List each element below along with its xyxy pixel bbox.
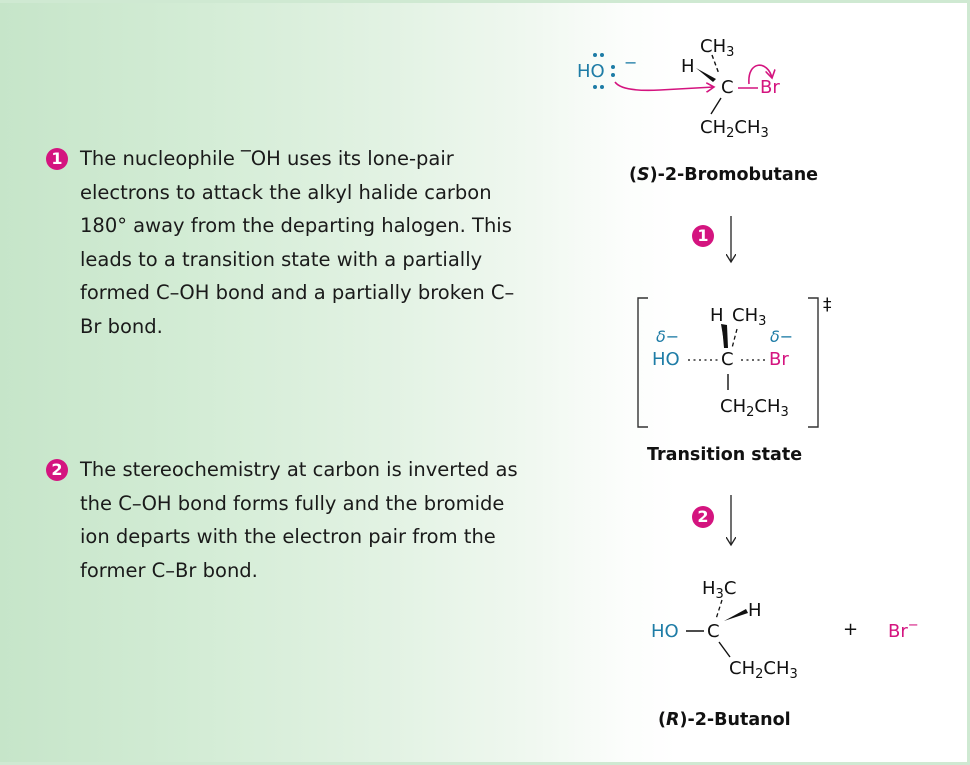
step-1-text: The nucleophile ‾OH uses its lone-pair e… [80, 147, 515, 338]
bromide-ion: Br− [888, 618, 919, 642]
product-hydrogen: H [748, 600, 762, 621]
delta-minus-bromine: δ− [770, 327, 794, 346]
ts-bromine: Br [769, 349, 789, 370]
transition-state-label: Transition state [647, 445, 803, 465]
step-1-badge: 1 [46, 148, 68, 170]
double-dagger-symbol: ‡ [823, 295, 832, 315]
step-2-description: 2 The stereochemistry at carbon is inver… [46, 453, 520, 587]
step-1-description: 1 The nucleophile ‾OH uses its lone-pair… [46, 142, 520, 343]
plus-sign: + [843, 619, 859, 640]
arrow-2-badge: 2 [692, 506, 714, 528]
arrow-1-badge: 1 [692, 225, 714, 247]
ts-carbon: C [721, 349, 734, 370]
hydroxide-charge: − [624, 53, 638, 72]
diagram-panel [0, 3, 967, 762]
attack-arrow [614, 81, 714, 90]
product-ethyl: CH2CH3 [729, 658, 798, 682]
reactant-carbon: C [721, 77, 734, 98]
step-2-text: The stereochemistry at carbon is inverte… [80, 458, 518, 582]
leaving-arrow [748, 64, 772, 85]
reactant-hydrogen: H [681, 56, 695, 77]
product-carbon: C [707, 621, 720, 642]
reactant-bromine: Br [760, 77, 780, 98]
reactant-ethyl: CH2CH3 [700, 117, 769, 141]
reactant-methyl: CH3 [700, 36, 735, 60]
wedge-bond [696, 68, 716, 82]
product-name: (R)-2-Butanol [658, 710, 791, 730]
step-2-badge: 2 [46, 459, 68, 481]
lone-pair-dots [593, 53, 615, 89]
reactant-name: (S)-2-Bromobutane [629, 165, 819, 185]
ts-ethyl: CH2CH3 [720, 396, 789, 420]
ts-methyl: CH3 [732, 305, 767, 329]
hydroxide-nucleophile: HO [577, 61, 605, 82]
product-methyl: H3C [702, 578, 737, 602]
product-hydroxyl: HO [651, 621, 679, 642]
ts-hydrogen: H [710, 305, 724, 326]
ts-hydroxyl: HO [652, 349, 680, 370]
delta-minus-oxygen: δ− [656, 327, 680, 346]
